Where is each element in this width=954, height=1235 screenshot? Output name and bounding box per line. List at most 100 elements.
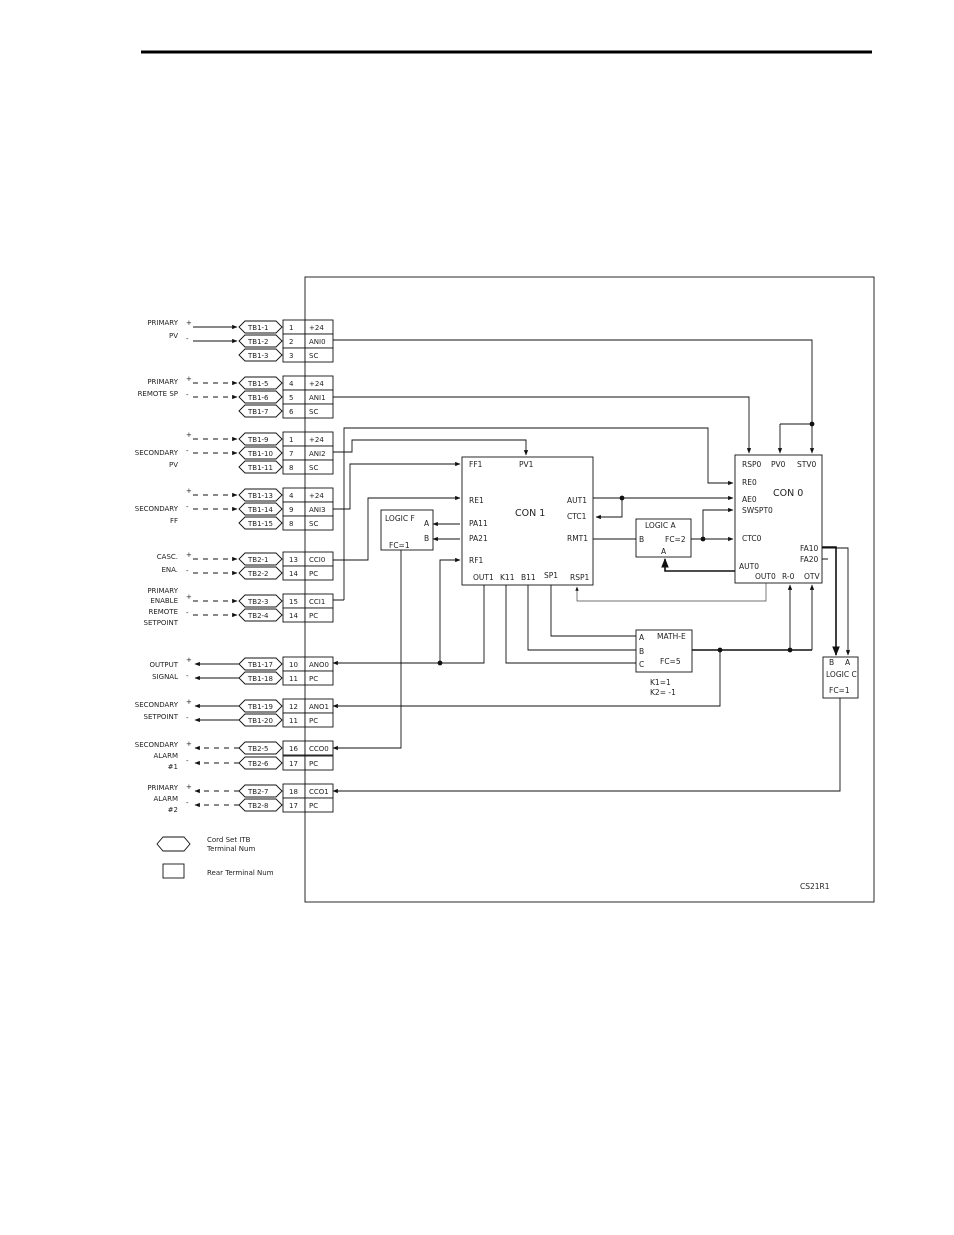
terminal-name: PC [309, 570, 318, 578]
drawing-id: CS21R1 [800, 882, 830, 891]
rear-terminal-box [282, 319, 306, 335]
rear-terminal-num: 18 [289, 788, 298, 796]
terminal-name: +24 [309, 380, 324, 388]
signal-label-line: SECONDARY [135, 741, 179, 749]
cord-set-terminal-label: TB2-2 [247, 570, 269, 578]
cord-set-terminal-label: TB2-5 [247, 745, 269, 753]
rear-terminal-box [282, 403, 306, 419]
terminal-name: PC [309, 717, 318, 725]
logic-c-pin-b: B [829, 658, 834, 667]
rear-terminal-num: 13 [289, 556, 298, 564]
terminal-name-box [304, 797, 334, 813]
math-e-k2: K2= -1 [650, 688, 676, 697]
rear-terminal-num: 5 [289, 394, 293, 402]
cord-set-terminal-hex [238, 516, 283, 530]
signal-label-line: ALARM [153, 752, 178, 760]
cord-set-terminal-hex [238, 784, 283, 798]
signal-label-line: PRIMARY [147, 587, 178, 595]
rear-terminal-num: 4 [289, 492, 294, 500]
rear-terminal-num: 14 [289, 612, 298, 620]
cord-set-terminal-label: TB2-6 [247, 760, 269, 768]
signal-polarity: + [186, 698, 192, 706]
rear-terminal-num: 12 [289, 703, 298, 711]
rear-terminal-box [282, 431, 306, 447]
rear-terminal-num: 3 [289, 352, 293, 360]
signal-polarity: - [186, 609, 189, 617]
terminal-name: PC [309, 760, 318, 768]
con1-pin-sp1: SP1 [544, 571, 558, 580]
cord-set-terminal-hex [238, 798, 283, 812]
cord-set-terminal-label: TB1-5 [247, 380, 269, 388]
logic-c-pin-a: A [845, 658, 851, 667]
logic-a-pin-b: B [639, 535, 644, 544]
con0-pin-pv0: PV0 [771, 460, 786, 469]
con0-pin-fa10: FA10 [800, 544, 819, 553]
signal-label-line: ENA. [161, 566, 178, 574]
cord-set-terminal-label: TB1-18 [247, 675, 273, 683]
logic-f-block: LOGIC F A B FC=1 [380, 509, 434, 551]
con1-pin-re1: RE1 [469, 496, 484, 505]
con1-pin-pv1: PV1 [519, 460, 534, 469]
con1-pin-aut1: AUT1 [567, 496, 587, 505]
signal-label-line: SECONDARY [135, 449, 179, 457]
terminal-name: +24 [309, 436, 324, 444]
con0-pin-ae0: AE0 [742, 495, 757, 504]
terminal-name: CCI0 [309, 556, 325, 564]
signal-label-line: REMOTE [148, 608, 178, 616]
terminal-name-box [304, 347, 334, 363]
cord-set-terminal-label: TB2-1 [247, 556, 269, 564]
cord-set-terminal-hex [238, 348, 283, 362]
cord-set-terminal-label: TB1-7 [247, 408, 269, 416]
con1-pin-k11: K11 [500, 573, 515, 582]
cord-set-terminal-label: TB1-13 [247, 492, 273, 500]
cord-set-terminal-hex [238, 699, 283, 713]
con0-title: CON 0 [773, 488, 803, 499]
rear-terminal-box [282, 333, 306, 349]
terminal-name: PC [309, 675, 318, 683]
cord-set-terminal-hex [238, 566, 283, 580]
signal-polarity: + [186, 487, 192, 495]
cord-set-terminal-hex [238, 488, 283, 502]
terminal-name-box [304, 712, 334, 728]
cord-set-terminal-label: TB1-15 [247, 520, 273, 528]
con1-pin-pa21: PA21 [469, 534, 488, 543]
math-e-fc: FC=5 [660, 657, 681, 666]
signal-label-line: SETPOINT [144, 713, 179, 721]
cord-set-terminal-label: TB1-1 [247, 324, 269, 332]
signal-polarity: - [186, 714, 189, 722]
math-e-pin-c: C [639, 660, 644, 669]
signal-polarity: - [186, 672, 189, 680]
signal-label-line: PRIMARY [147, 784, 178, 792]
signal-polarity: + [186, 319, 192, 327]
signal-label-line: SIGNAL [152, 673, 178, 681]
terminal-name: ANI3 [309, 506, 326, 514]
con1-title: CON 1 [515, 508, 545, 519]
signal-label-line: ALARM [153, 795, 178, 803]
rear-terminal-num: 2 [289, 338, 293, 346]
con0-pin-rsp0: RSP0 [742, 460, 761, 469]
logic-c-block: B A LOGIC C FC=1 [822, 656, 859, 699]
signal-label-line: SECONDARY [135, 505, 179, 513]
cord-set-terminal-hex [238, 657, 283, 671]
signal-label-line: OUTPUT [149, 661, 178, 669]
cord-set-terminal-label: TB1-19 [247, 703, 273, 711]
signal-label-line: ENABLE [150, 597, 178, 605]
cord-set-terminal-hex [238, 390, 283, 404]
